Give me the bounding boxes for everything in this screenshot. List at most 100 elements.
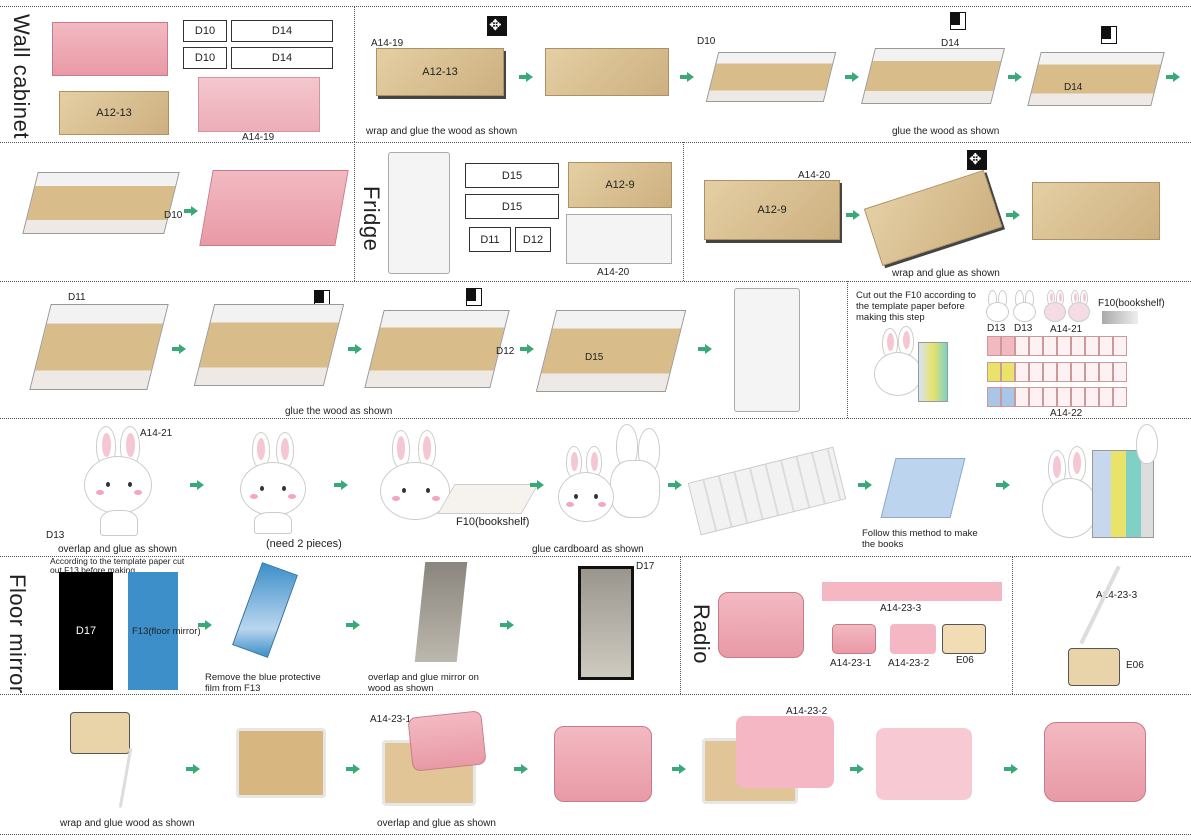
ab-icon	[466, 288, 482, 306]
part-d10: D10	[183, 20, 227, 42]
divider-row-7	[0, 834, 1191, 835]
label-a14-23-2: A14-23-2	[888, 658, 930, 669]
divider-col-a	[354, 6, 355, 142]
label-a14-23-1: A14-23-1	[830, 658, 872, 669]
finished-bookshelf	[1042, 424, 1166, 552]
label-d13: D13	[46, 530, 65, 541]
divider-col-b	[354, 142, 355, 281]
label-d14: D14	[941, 38, 960, 49]
caption-overlap-glue: overlap and glue as shown	[377, 818, 496, 829]
section-title-wall-cabinet: Wall cabinet	[9, 14, 34, 140]
caption-overlap-glue: overlap and glue as shown	[58, 544, 177, 555]
divider-col-c	[683, 142, 684, 281]
divider-row-1	[0, 6, 1191, 7]
step-arrow	[514, 764, 528, 774]
divider-row-4	[0, 418, 1191, 419]
part-a12-9: A12-9	[568, 162, 672, 208]
rabbit-step-2	[236, 432, 312, 534]
radio-step-3-front	[407, 710, 487, 772]
part-d14: D14	[231, 20, 333, 42]
book-cover-row	[987, 336, 1127, 356]
caption-glue-wood: glue the wood as shown	[285, 406, 393, 417]
label-a14-21: A14-21	[1050, 324, 1083, 335]
label-d11: D11	[68, 292, 86, 303]
label-d12: D12	[496, 346, 515, 357]
book-cover-row	[987, 362, 1127, 382]
caption-wrap-glue-wood: wrap and glue the wood as shown	[366, 126, 518, 137]
part-d13-outline	[1013, 290, 1037, 322]
part-f13	[128, 572, 178, 690]
label-d13: D13	[1014, 323, 1033, 334]
step-arrow	[520, 344, 534, 354]
rabbit-step-3	[376, 430, 539, 534]
label-a14-23-3: A14-23-3	[1096, 590, 1138, 601]
step-arrow	[1008, 72, 1022, 82]
caption-need-2: (need 2 pieces)	[266, 538, 342, 550]
finished-fridge	[734, 288, 800, 412]
f10-swatch	[1102, 311, 1138, 324]
label-d10: D10	[164, 210, 183, 221]
step-arrow	[672, 764, 686, 774]
step-board	[1032, 182, 1160, 240]
step-arrow	[348, 344, 362, 354]
step-arrow	[668, 480, 682, 490]
step-arrow	[845, 72, 859, 82]
label-d17: D17	[636, 561, 655, 572]
label-e06: E06	[1126, 660, 1144, 671]
label-f13: F13(floor mirror)	[132, 626, 201, 637]
label-a14-20: A14-20	[798, 170, 831, 181]
part-e06	[942, 624, 986, 654]
part-d10: D10	[183, 47, 227, 69]
step-arrow	[1006, 210, 1020, 220]
ab-icon	[950, 12, 966, 30]
part-a12-13: A12-13	[59, 91, 169, 135]
step-a12-9-board: A12-9	[704, 180, 840, 240]
rabbit-step-4	[556, 424, 666, 540]
step-arrow	[186, 764, 200, 774]
step-tray	[535, 310, 687, 392]
label-a14-22: A14-22	[1050, 408, 1083, 419]
part-a14-19	[198, 77, 320, 132]
step-arrow	[346, 764, 360, 774]
step-board	[545, 48, 669, 96]
divider-col-d	[847, 281, 848, 418]
radio-step-1	[70, 712, 130, 754]
part-d15: D15	[465, 194, 559, 219]
ab-icon	[1101, 26, 1117, 44]
part-a14-23-2	[890, 624, 936, 654]
step-tray	[1027, 52, 1165, 106]
step-board	[863, 170, 1003, 266]
step-arrow	[519, 72, 533, 82]
radio-step-4	[554, 726, 652, 802]
label-d15: D15	[585, 352, 604, 363]
label-d14: D14	[1064, 82, 1083, 93]
step-arrow	[172, 344, 186, 354]
label-a14-19: A14-19	[242, 132, 275, 143]
step-arrow	[996, 480, 1010, 490]
divider-col-f	[1012, 556, 1013, 694]
book-cover-row	[987, 387, 1127, 407]
label-a14-19: A14-19	[371, 38, 404, 49]
label-a14-20: A14-20	[597, 267, 630, 278]
step-arrow	[530, 480, 544, 490]
part-d11: D11	[469, 227, 511, 252]
caption-wrap-glue-wood-short: wrap and glue wood as shown	[60, 818, 195, 829]
label-f10: F10(bookshelf)	[1098, 298, 1165, 309]
label-f10: F10(bookshelf)	[456, 516, 530, 528]
step-arrow	[198, 620, 212, 630]
divider-row-2	[0, 142, 1191, 143]
step-tray	[364, 310, 510, 388]
wrap-strip	[1079, 565, 1121, 645]
radio-step-2	[236, 728, 326, 798]
radio-step-5-cover	[736, 716, 834, 788]
part-d12: D12	[515, 227, 551, 252]
step-tray	[861, 48, 1005, 104]
label-a14-23-1: A14-23-1	[370, 714, 412, 725]
caption-wrap-and-glue: wrap and glue as shown	[892, 268, 1000, 279]
step-arrow	[1004, 764, 1018, 774]
step-arrow	[1166, 72, 1180, 82]
mirror-on-wood	[414, 562, 468, 662]
rabbit-step-1	[74, 424, 164, 540]
step-arrow	[846, 210, 860, 220]
step-arrow	[698, 344, 712, 354]
